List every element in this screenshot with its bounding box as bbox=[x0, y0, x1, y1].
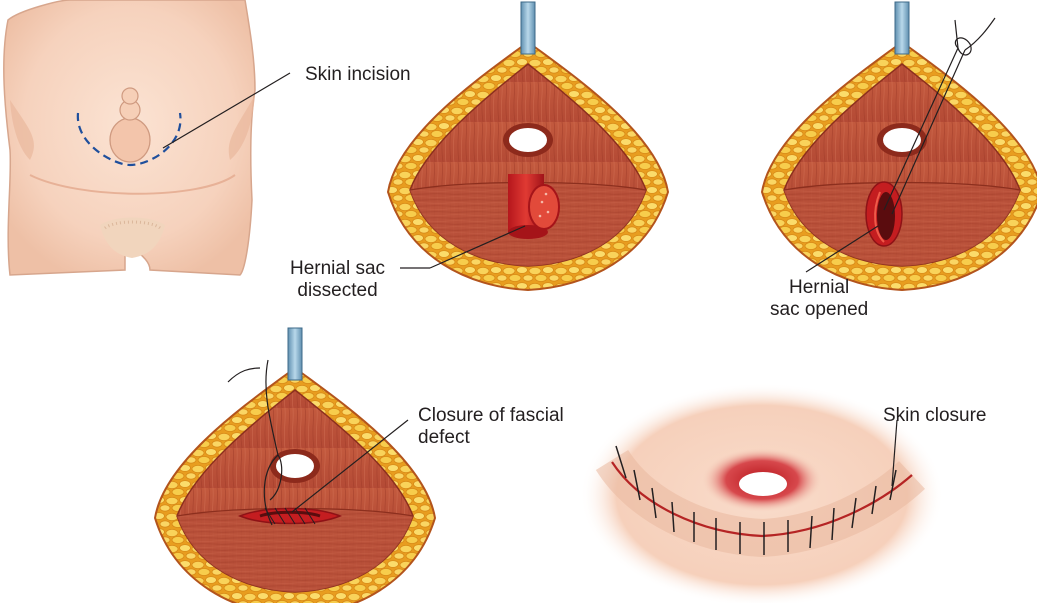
label-line-2: defect bbox=[418, 427, 564, 449]
panel-sac-dissected bbox=[388, 2, 668, 290]
label-closure-fascial-defect: Closure of fascial defect bbox=[418, 405, 564, 449]
panel-fascial-closure bbox=[155, 328, 435, 603]
label-line-1: Closure of fascial bbox=[418, 405, 564, 427]
panel-sac-opened bbox=[762, 2, 1037, 290]
sac-end bbox=[529, 185, 559, 229]
label-line-2: sac opened bbox=[770, 299, 868, 321]
label-line-2: dissected bbox=[290, 280, 385, 302]
label-hernial-sac-opened: Hernial sac opened bbox=[770, 277, 868, 321]
label-hernial-sac-dissected: Hernial sac dissected bbox=[290, 258, 385, 302]
label-skin-closure: Skin closure bbox=[883, 405, 987, 427]
abdomen-illustration bbox=[4, 0, 255, 275]
label-line-1: Hernial sac bbox=[290, 258, 385, 280]
label-skin-incision: Skin incision bbox=[305, 64, 411, 86]
label-line-1: Hernial bbox=[770, 277, 868, 299]
